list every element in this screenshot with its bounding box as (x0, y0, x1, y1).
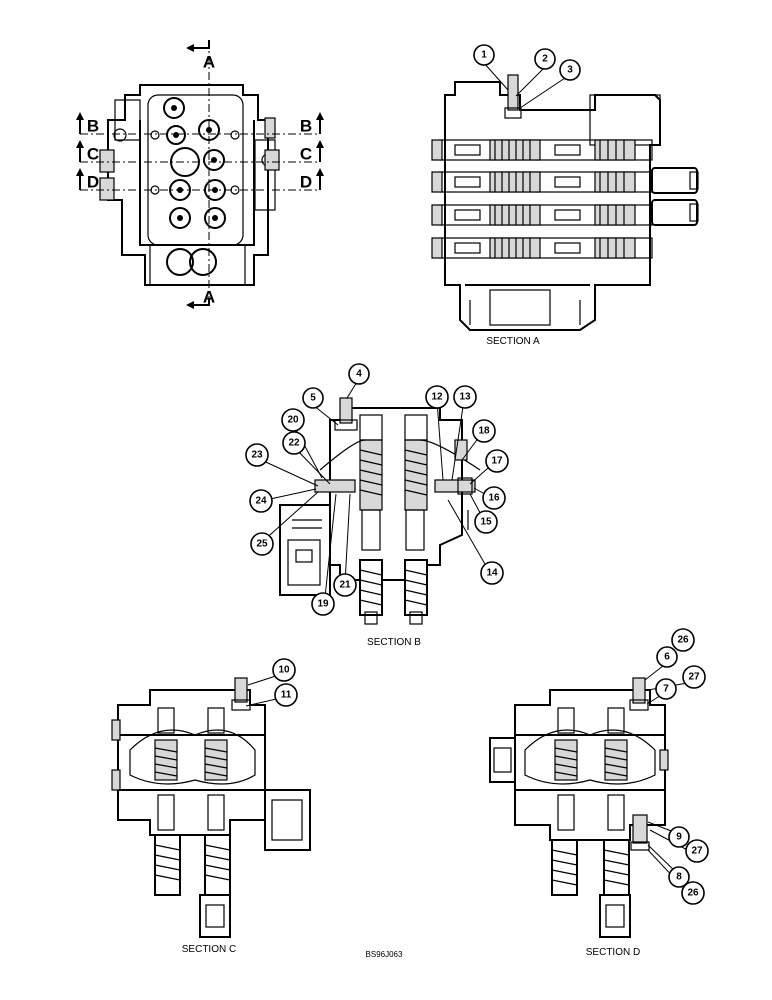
svg-text:24: 24 (255, 496, 267, 507)
section-mark-b-right: B (300, 117, 312, 136)
svg-text:26: 26 (687, 888, 699, 899)
svg-text:22: 22 (288, 438, 300, 449)
svg-text:9: 9 (676, 832, 682, 843)
svg-text:3: 3 (567, 65, 573, 76)
callout-15: 15 (474, 510, 498, 534)
callout-1: 1 (473, 44, 495, 66)
svg-text:7: 7 (663, 684, 669, 695)
callout-26-top: 26 (671, 628, 695, 652)
callout-16: 16 (482, 486, 506, 510)
section-mark-c-left: C (87, 145, 99, 164)
callout-22: 22 (282, 431, 306, 455)
section-c-view (111, 677, 311, 938)
callout-8: 8 (668, 866, 690, 888)
section-b-view (279, 397, 481, 625)
svg-text:15: 15 (480, 517, 492, 528)
svg-text:26: 26 (677, 635, 689, 646)
svg-text:8: 8 (676, 872, 682, 883)
svg-text:25: 25 (256, 539, 268, 550)
valve-end-view (99, 84, 280, 286)
svg-text:1: 1 (481, 50, 487, 61)
callout-24: 24 (249, 489, 273, 513)
callout-2: 2 (534, 48, 556, 70)
svg-text:4: 4 (356, 369, 362, 380)
callout-20: 20 (281, 408, 305, 432)
callout-23: 23 (245, 443, 269, 467)
svg-text:16: 16 (488, 493, 500, 504)
callout-12: 12 (425, 385, 449, 409)
svg-text:19: 19 (317, 599, 329, 610)
svg-text:2: 2 (542, 54, 548, 65)
section-mark-a-top: A (203, 53, 215, 72)
svg-text:18: 18 (478, 426, 490, 437)
svg-text:17: 17 (491, 456, 503, 467)
callout-21: 21 (333, 573, 357, 597)
callout-17: 17 (485, 449, 509, 473)
section-mark-c-right: C (300, 145, 312, 164)
callout-7: 7 (655, 678, 677, 700)
caption-section-d: SECTION D (586, 947, 640, 958)
callout-3: 3 (559, 59, 581, 81)
section-marks: A A B B C C D D (76, 40, 324, 309)
svg-text:6: 6 (664, 652, 670, 663)
callout-27-top: 27 (682, 665, 706, 689)
svg-text:27: 27 (691, 846, 703, 857)
callout-4: 4 (348, 363, 370, 385)
svg-text:21: 21 (339, 580, 351, 591)
caption-section-c: SECTION C (182, 944, 236, 955)
svg-text:14: 14 (486, 568, 498, 579)
caption-section-a: SECTION A (486, 336, 540, 347)
svg-text:11: 11 (281, 690, 292, 701)
callout-13: 13 (453, 385, 477, 409)
callout-19: 19 (311, 592, 335, 616)
svg-text:27: 27 (688, 672, 700, 683)
callout-10: 10 (272, 658, 296, 682)
svg-text:12: 12 (431, 392, 443, 403)
callout-9: 9 (668, 826, 690, 848)
callouts: 1 2 3 4 5 20 22 23 24 25 19 21 12 13 18 … (245, 44, 709, 905)
section-a-view (431, 74, 699, 331)
caption-section-b: SECTION B (367, 637, 421, 648)
callout-25: 25 (250, 532, 274, 556)
callout-27-bottom: 27 (685, 839, 709, 863)
callout-11: 11 (274, 683, 298, 707)
section-mark-a-bottom: A (203, 288, 215, 307)
callout-5: 5 (302, 387, 324, 409)
drawing-reference: BS96J063 (366, 950, 403, 959)
svg-text:10: 10 (278, 665, 290, 676)
svg-text:20: 20 (287, 415, 299, 426)
section-d-view (489, 677, 669, 938)
svg-text:23: 23 (251, 450, 263, 461)
svg-text:13: 13 (459, 392, 471, 403)
callout-26-bottom: 26 (681, 881, 705, 905)
svg-text:5: 5 (310, 393, 316, 404)
callout-18: 18 (472, 419, 496, 443)
callout-14: 14 (480, 561, 504, 585)
section-mark-b-left: B (87, 117, 99, 136)
callout-6: 6 (656, 646, 678, 668)
section-mark-d-left: D (87, 173, 99, 192)
section-mark-d-right: D (300, 173, 312, 192)
